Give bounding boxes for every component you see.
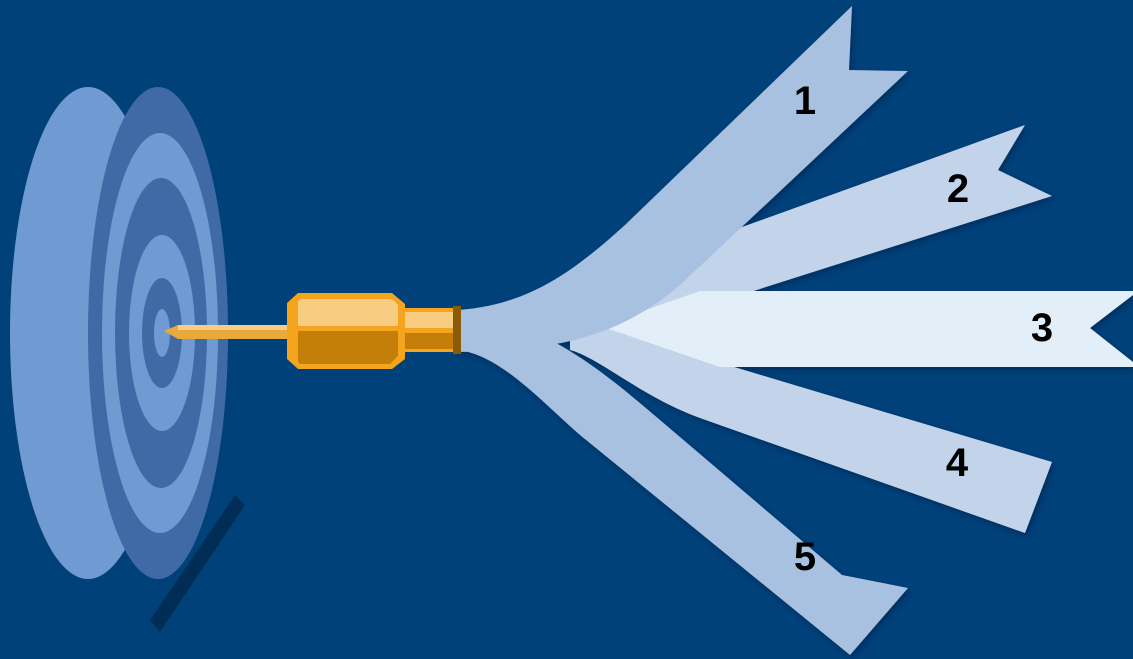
target-icon [10, 87, 245, 632]
ribbon-5 [458, 312, 908, 655]
ribbon-1 [458, 6, 908, 352]
dart-needle-highlight [178, 325, 292, 330]
ribbons [458, 6, 1133, 655]
step-label-2: 2 [947, 167, 969, 211]
step-label-1: 1 [794, 79, 816, 123]
dart-icon [164, 293, 461, 369]
dart-shaft-top [405, 312, 453, 328]
ribbon-3 [600, 291, 1133, 367]
ribbon-4 [570, 318, 1052, 533]
dart-barrel-top [298, 299, 398, 326]
target-shadow [150, 495, 245, 632]
step-label-5: 5 [794, 535, 816, 579]
dart-barrel-bottom [298, 331, 398, 364]
step-label-3: 3 [1031, 306, 1053, 350]
dart-shaft-cap [453, 306, 461, 354]
dart-shaft-bottom [405, 333, 453, 349]
ribbon-2 [580, 125, 1052, 345]
step-label-4: 4 [946, 441, 969, 485]
target-bullseye [154, 309, 170, 357]
